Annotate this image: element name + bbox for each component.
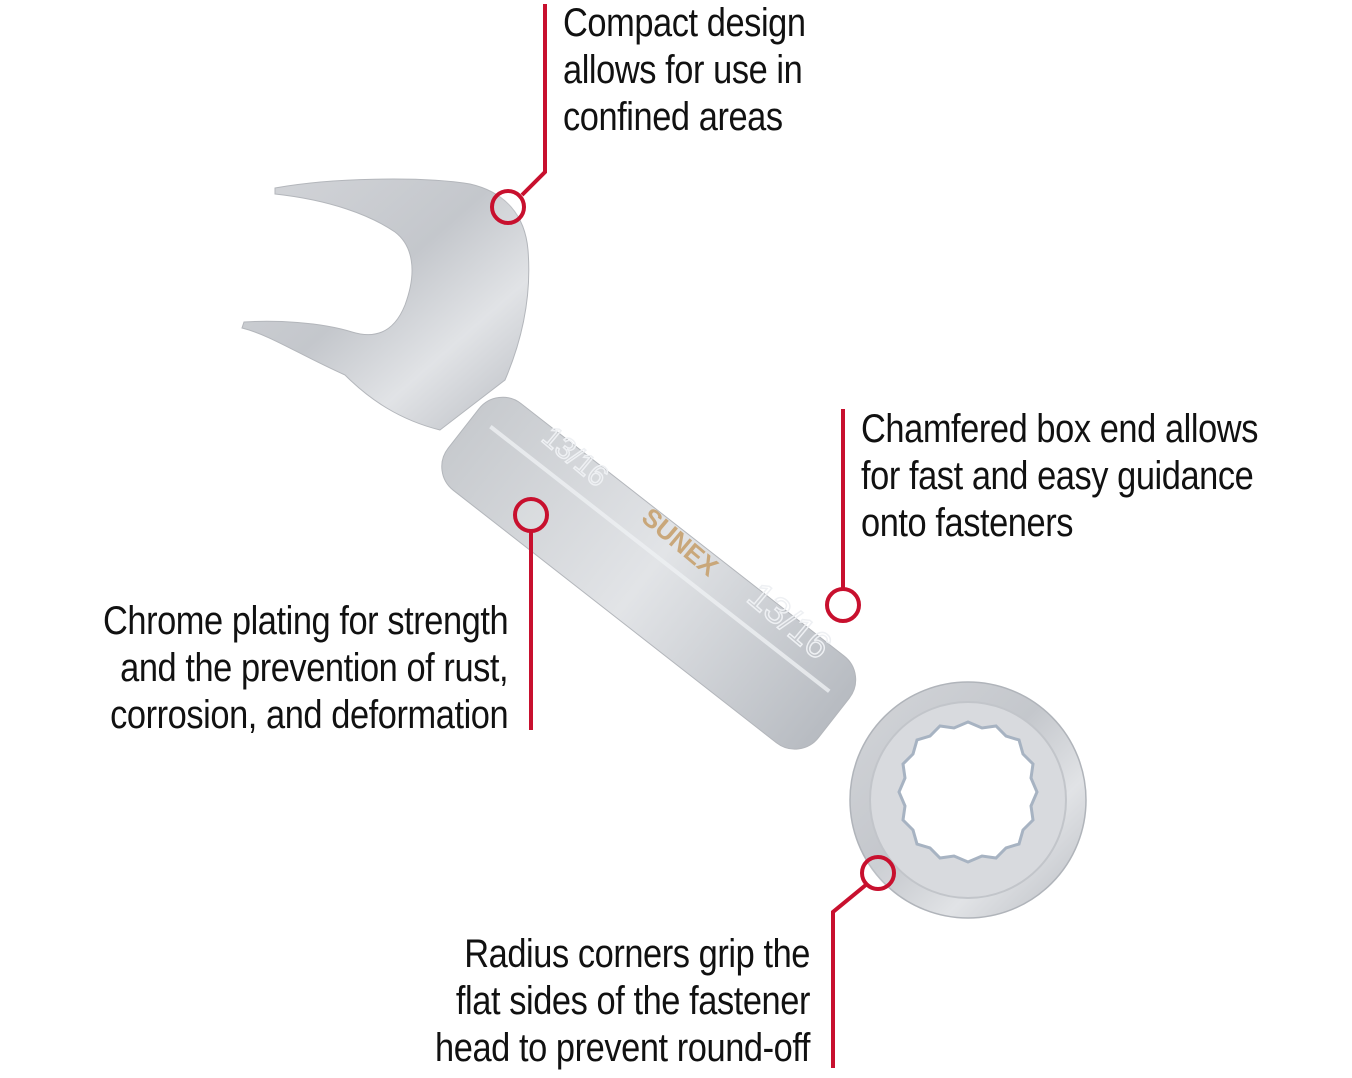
callout-radius-corners: Radius corners grip the flat sides of th… [435,931,810,1072]
wrench-shaft [441,396,857,750]
callout-leader-chrome-plating [513,497,549,730]
callout-line: and the prevention of rust, [119,646,509,690]
callout-line: onto fasteners [861,501,1073,545]
twelve-point-opening [897,720,1039,864]
callout-line: corrosion, and deformation [109,693,509,737]
callout-line: Chrome plating for strength [102,599,509,643]
wrench-box-end [849,681,1087,919]
callout-line: head to prevent round-off [435,1026,810,1070]
callout-line: for fast and easy guidance [861,454,1254,498]
wrench-open-end [241,178,530,431]
callout-leader-radius-corners [831,855,896,1068]
callout-line: Compact design [563,1,806,45]
callout-chrome-plating: Chrome plating for strength and the prev… [102,598,509,739]
callout-leader-chamfered-box-end [825,409,861,623]
callout-line: allows for use in [563,48,803,92]
callout-line: Radius corners grip the [464,932,810,976]
callout-line: confined areas [563,95,783,139]
callout-line: flat sides of the fastener [455,979,810,1023]
callout-chamfered-box-end: Chamfered box end allows for fast and ea… [861,406,1258,547]
callout-leader-compact-design [490,4,547,225]
callout-line: Chamfered box end allows [861,407,1258,451]
callout-compact-design: Compact design allows for use in confine… [563,0,806,141]
